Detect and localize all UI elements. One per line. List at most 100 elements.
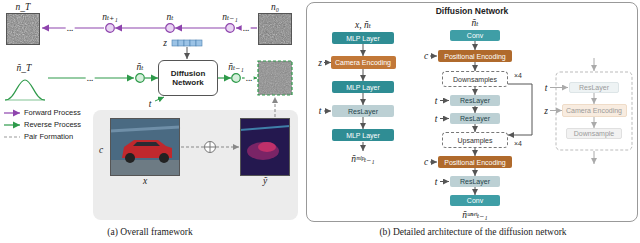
node-text: Diffusion Network [163, 69, 213, 87]
node-text: ResLayer [460, 115, 490, 122]
node-text: nₜ₊₁ [95, 12, 125, 23]
node-text: ResLayer [460, 178, 490, 185]
layer-box: Downsamples [442, 71, 508, 87]
denoised-image [258, 61, 292, 95]
math-label: ñᵘⁿᵉᵗₜ₋₁ [462, 209, 487, 220]
layer-box: MLP Layer [332, 32, 394, 44]
network-panel: Diffusion NetworkMLP LayerCamera Encodin… [306, 2, 638, 222]
flow-connector [508, 84, 532, 135]
photo-detail [258, 142, 276, 152]
vector-cell [190, 40, 196, 46]
node-text: Upsamples [457, 137, 492, 144]
math-label: t [545, 83, 548, 93]
node-text: Positional Encoding [444, 53, 506, 60]
layer-box: ResLayer [450, 176, 500, 187]
panel-caption: (a) Overall framework [107, 227, 192, 237]
layer-box: Downsample [566, 128, 622, 139]
input-arrow [430, 162, 437, 163]
layer-box: MLP Layer [332, 129, 394, 141]
noise-image [258, 13, 292, 45]
state-circle: nₜ₊₁ [95, 12, 125, 33]
node-text: Positional Encoding [444, 159, 506, 166]
image-node: x [110, 118, 180, 187]
state-circle-outline [106, 24, 115, 33]
state-circle-outline [232, 74, 241, 83]
flow-connector [475, 124, 476, 132]
node-text: MLP Layer [346, 132, 380, 139]
state-circle-shape [135, 73, 145, 83]
input-arrow [440, 100, 449, 101]
gaussian-axis [5, 100, 45, 101]
layer-box: Camera Encoding [562, 104, 627, 117]
flow-connector [145, 77, 158, 78]
node-text: Diffusion Network [307, 6, 637, 16]
math-label: t [319, 106, 322, 116]
math-label: t [435, 177, 438, 187]
node-text: MLP Layer [346, 84, 380, 91]
flow-connector [475, 41, 476, 50]
block-group [556, 72, 632, 150]
input-arrow [187, 47, 188, 59]
flow-arrow [594, 151, 595, 164]
ellipsis: ... [242, 24, 251, 33]
node-text: nₜ₋₁ [215, 12, 245, 23]
state-circle-shape [225, 23, 235, 33]
image-node: ỹ [240, 118, 290, 187]
pair-region [93, 110, 298, 220]
math-label: c [424, 157, 428, 167]
add-symbol [205, 142, 216, 153]
vector-cell [184, 40, 190, 46]
node-text: n_T [6, 2, 40, 13]
math-label: t [435, 114, 438, 124]
flow-connector [594, 117, 595, 128]
noise-image [6, 13, 40, 45]
node-text: MLP Layer [346, 35, 380, 42]
state-circle: ñₜ [125, 62, 155, 83]
photo-background [110, 118, 180, 176]
image-frame [240, 118, 290, 176]
input-arrow [324, 62, 331, 63]
state-circle: nₜ₋₁ [215, 12, 245, 33]
target-photo [240, 118, 290, 176]
photo-detail [247, 142, 279, 160]
state-circle-shape [231, 73, 241, 83]
latent-vector [172, 40, 202, 46]
photo-detail [110, 127, 180, 131]
flow-connector [475, 148, 476, 156]
math-label: c [424, 51, 428, 61]
node-text: Camera Encoding [335, 59, 391, 66]
ellipsis: ... [86, 74, 95, 83]
ellipsis: ... [66, 24, 75, 33]
car-photo [110, 118, 180, 176]
state-circle-shape [105, 23, 115, 33]
photo-background [240, 118, 290, 176]
car-window [133, 142, 160, 146]
noise-image [258, 13, 292, 45]
flow-connector [115, 27, 165, 28]
node-text: ResLayer [579, 84, 609, 91]
input-arrow [550, 110, 562, 111]
flow-connector [475, 168, 476, 176]
flow-connector [363, 44, 364, 56]
layer-box: Camera Encoding [331, 56, 396, 69]
flow-connector [363, 69, 364, 81]
ellipsis: ... [245, 74, 254, 83]
flow-connector [475, 187, 476, 195]
input-arrow [155, 97, 164, 101]
math-label: z [163, 38, 167, 48]
input-arrow [550, 87, 568, 88]
node-text: Conv [467, 32, 483, 39]
state-circle-outline [226, 24, 235, 33]
layer-box: ResLayer [450, 113, 500, 124]
node-text: ResLayer [348, 108, 378, 115]
node-text: nₜ [155, 12, 185, 23]
layer-box: Positional Encoding [438, 156, 512, 168]
vector-cell [178, 40, 184, 46]
image-frame [110, 118, 180, 176]
math-label: ñᵐˡᵖₜ₋₁ [351, 153, 374, 164]
network-box: Diffusion Network [158, 60, 218, 96]
node-text: Downsample [574, 130, 614, 137]
